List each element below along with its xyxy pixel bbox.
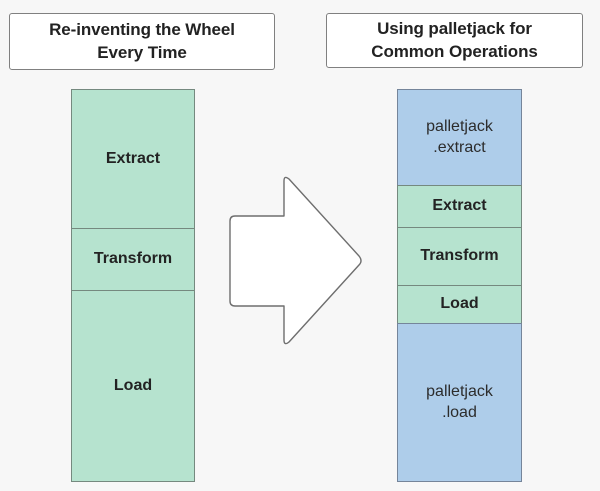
right-arrow-icon [229, 176, 362, 345]
right-block-load: Load [397, 285, 522, 324]
left-block-transform: Transform [71, 228, 195, 291]
right-block-extract: Extract [397, 185, 522, 228]
right-block-transform: Transform [397, 227, 522, 286]
left-pipeline-column: Extract Transform Load [71, 89, 195, 482]
left-panel-title: Re-inventing the Wheel Every Time [9, 13, 275, 70]
right-panel-title: Using palletjack for Common Operations [326, 13, 583, 68]
left-block-extract: Extract [71, 89, 195, 229]
right-block-palletjack-extract: palletjack .extract [397, 89, 522, 186]
left-block-load: Load [71, 290, 195, 482]
right-pipeline-column: palletjack .extract Extract Transform Lo… [397, 89, 522, 482]
right-block-palletjack-load: palletjack .load [397, 323, 522, 482]
